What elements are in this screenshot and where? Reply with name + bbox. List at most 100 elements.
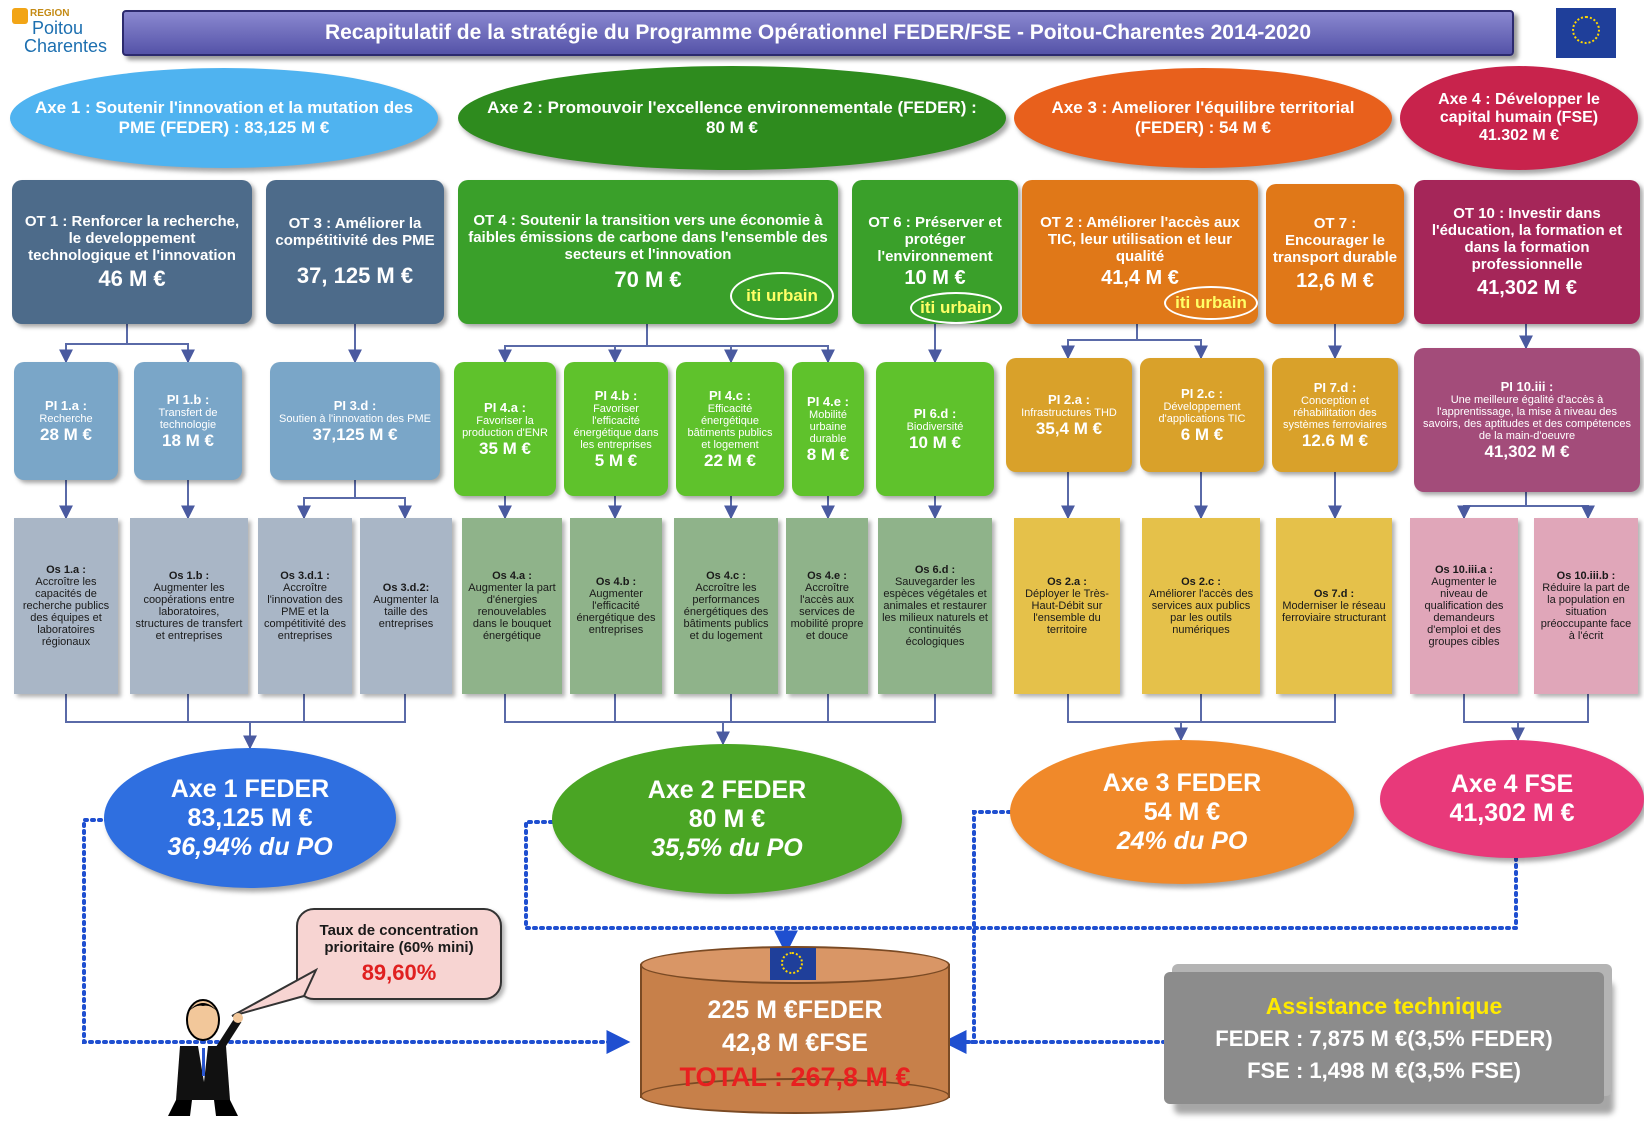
cylinder-bottom	[640, 1078, 950, 1114]
pi-7d-box: PI 7.d : Conception et réhabilitation de…	[1272, 358, 1398, 472]
pi-4a-desc: Favoriser la production d'ENR	[462, 414, 548, 439]
os-4a-code: Os 4.a :	[492, 570, 532, 582]
logo-mark	[12, 8, 28, 24]
ot10-amount: 41,302 M €	[1476, 276, 1578, 299]
os-3d2-desc: Augmenter la taille des entreprises	[373, 594, 439, 630]
eu-flag	[1556, 8, 1616, 58]
callout-label: Taux de concentration prioritaire (60% m…	[319, 922, 479, 956]
pi-2c-amount: 6 M €	[1180, 424, 1224, 444]
logo-line2: Poitou	[32, 18, 84, 38]
os-3d1-desc: Accroître l'innovation des PME et la com…	[264, 582, 346, 642]
ot3-label: OT 3 : Améliorer la compétitivité des PM…	[275, 215, 435, 249]
os-2c-box: Os 2.c : Améliorer l'accès des services …	[1142, 518, 1260, 694]
ot2-label: OT 2 : Améliorer l'accès aux TIC, leur u…	[1040, 214, 1240, 265]
os-10iiib-box: Os 10.iii.b : Réduire la part de la popu…	[1534, 518, 1638, 694]
concentration-callout: Taux de concentration prioritaire (60% m…	[296, 908, 502, 1000]
pi-7d-code: PI 7.d :	[1313, 379, 1357, 395]
pi-4b-code: PI 4.b :	[594, 387, 638, 403]
axe2-feder-title: Axe 2 FEDER	[647, 775, 807, 804]
pi-6d-desc: Biodiversité	[906, 420, 964, 433]
os-2a-desc: Déployer le Très-Haut-Débit sur l'ensemb…	[1025, 588, 1109, 636]
axe3-feder-amount: 54 M €	[1143, 797, 1221, 826]
pi-4c-code: PI 4.c :	[709, 387, 751, 403]
pi-3d-amount: 37,125 M €	[312, 424, 398, 444]
os-4e-code: Os 4.e :	[807, 570, 847, 582]
ot7-label: OT 7 : Encourager le transport durable	[1272, 215, 1398, 266]
pi-4c-desc: Efficacité énergétique bâtiments publics…	[687, 402, 773, 451]
pi-6d-code: PI 6.d :	[913, 405, 957, 421]
axe1-feder-share: 36,94% du PO	[167, 832, 333, 861]
axe2-header-label: Axe 2 : Promouvoir l'excellence environn…	[487, 98, 977, 137]
pi-4e-amount: 8 M €	[806, 444, 850, 464]
ot2-iti-urbain-badge: iti urbain	[1164, 286, 1258, 320]
pi-4a-amount: 35 M €	[479, 438, 531, 458]
pi-6d-amount: 10 M €	[909, 432, 961, 452]
ot7-box: OT 7 : Encourager le transport durable 1…	[1266, 184, 1404, 324]
os-6d-box: Os 6.d : Sauvegarder les espèces végétal…	[878, 518, 992, 694]
os-10iiia-code: Os 10.iii.a :	[1434, 564, 1494, 576]
os-4c-box: Os 4.c : Accroître les performances éner…	[674, 518, 778, 694]
assistance-fse: FSE : 1,498 M €(3,5% FSE)	[1247, 1057, 1521, 1083]
ot6-label: OT 6 : Préserver et protéger l'environne…	[868, 214, 1002, 265]
ot6-amount: 10 M €	[904, 267, 966, 289]
axe4-header: Axe 4 : Développer le capital humain (FS…	[1400, 66, 1638, 170]
os-7d-code: Os 7.d :	[1313, 588, 1355, 600]
os-10iiia-box: Os 10.iii.a : Augmenter le niveau de qua…	[1410, 518, 1518, 694]
ot3-amount: 37, 125 M €	[296, 263, 414, 288]
ot1-amount: 46 M €	[98, 265, 166, 291]
ot10-box: OT 10 : Investir dans l'éducation, la fo…	[1414, 180, 1640, 324]
pi-10iii-desc: Une meilleure égalité d'accès à l'appren…	[1423, 393, 1631, 442]
cylinder-text: 225 M €FEDER 42,8 M €FSE TOTAL : 267,8 M…	[640, 996, 950, 1093]
axe1-feder-title: Axe 1 FEDER	[170, 774, 330, 803]
title-bar: Recapitulatif de la stratégie du Program…	[122, 10, 1514, 56]
os-2c-desc: Améliorer l'accès des services aux publi…	[1148, 588, 1254, 636]
axe2-feder-summary: Axe 2 FEDER 80 M € 35,5% du PO	[552, 744, 902, 894]
os-6d-desc: Sauvegarder les espèces végétales et ani…	[882, 576, 988, 648]
ot4-amount: 70 M €	[614, 266, 682, 292]
axe1-header-label: Axe 1 : Soutenir l'innovation et la muta…	[34, 98, 414, 137]
axe4-fse-summary: Axe 4 FSE 41,302 M €	[1380, 740, 1644, 858]
pi-4a-box: PI 4.a : Favoriser la production d'ENR 3…	[454, 362, 556, 496]
ot6-iti-urbain-badge: iti urbain	[910, 292, 1002, 324]
pi-2a-box: PI 2.a : Infrastructures THD 35,4 M €	[1006, 358, 1132, 472]
pi-4e-desc: Mobilité urbaine durable	[809, 408, 847, 445]
pi-2c-desc: Développement d'applications TIC	[1158, 400, 1246, 425]
os-4c-code: Os 4.c :	[706, 570, 746, 582]
businessman-figure	[168, 999, 243, 1116]
os-1b-desc: Augmenter les coopérations entre laborat…	[135, 582, 243, 642]
pi-4a-code: PI 4.a :	[484, 399, 526, 415]
logo-line1: REGION	[30, 8, 70, 19]
axe3-feder-title: Axe 3 FEDER	[1102, 768, 1262, 797]
os-7d-desc: Moderniser le réseau ferroviaire structu…	[1282, 600, 1386, 624]
ot1-label: OT 1 : Renforcer la recherche, le develo…	[24, 212, 240, 264]
os-4b-desc: Augmenter l'efficacité énergétique des e…	[576, 588, 656, 636]
axe1-feder-amount: 83,125 M €	[187, 803, 313, 832]
os-2c-code: Os 2.c :	[1181, 576, 1221, 588]
axe1-header: Axe 1 : Soutenir l'innovation et la muta…	[10, 68, 438, 168]
axe3-header-label: Axe 3 : Ameliorer l'équilibre territoria…	[1051, 98, 1355, 137]
os-3d1-box: Os 3.d.1 : Accroître l'innovation des PM…	[258, 518, 352, 694]
axe3-header: Axe 3 : Ameliorer l'équilibre territoria…	[1014, 68, 1392, 168]
pi-4c-amount: 22 M €	[704, 450, 756, 470]
pi-4e-code: PI 4.e :	[807, 393, 849, 409]
pi-10iii-amount: 41,302 M €	[1484, 441, 1570, 461]
os-10iiia-desc: Augmenter le niveau de qualification des…	[1424, 576, 1504, 648]
axe2-feder-share: 35,5% du PO	[651, 833, 803, 862]
total-sum: TOTAL : 267,8 M €	[679, 1062, 911, 1092]
os-1a-code: Os 1.a :	[46, 564, 86, 576]
axe3-feder-share: 24% du PO	[1116, 826, 1248, 855]
pi-2a-desc: Infrastructures THD	[1021, 406, 1117, 419]
total-budget-cylinder: 225 M €FEDER 42,8 M €FSE TOTAL : 267,8 M…	[640, 946, 950, 1114]
pi-10iii-code: PI 10.iii :	[1500, 378, 1554, 394]
pi-2a-amount: 35,4 M €	[1035, 418, 1103, 438]
os-4e-desc: Accroître l'accès aux services de mobili…	[790, 582, 864, 642]
pi-1a-amount: 28 M €	[40, 424, 92, 444]
page-title: Recapitulatif de la stratégie du Program…	[324, 21, 1312, 44]
os-4e-box: Os 4.e : Accroître l'accès aux services …	[786, 518, 868, 694]
os-1b-box: Os 1.b : Augmenter les coopérations entr…	[130, 518, 248, 694]
pi-4b-box: PI 4.b : Favoriser l'efficacité énergéti…	[564, 362, 668, 496]
os-7d-box: Os 7.d : Moderniser le réseau ferroviair…	[1276, 518, 1392, 694]
pi-2c-box: PI 2.c : Développement d'applications TI…	[1140, 358, 1264, 472]
pi-3d-desc: Soutien à l'innovation des PME	[279, 412, 431, 425]
